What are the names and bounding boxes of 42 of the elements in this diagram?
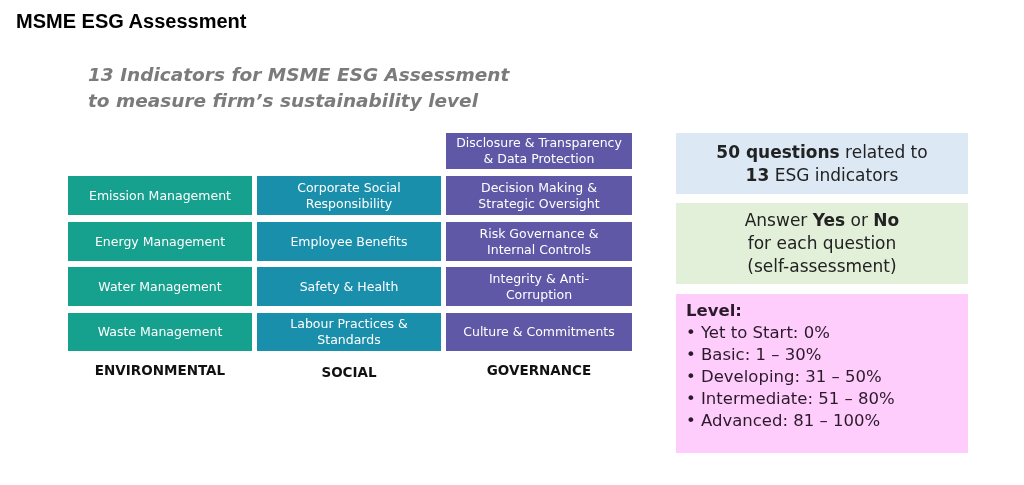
column-heading: SOCIAL [320,364,378,380]
indicator-label: Integrity & Anti-Corruption [487,270,591,303]
indicator-label: Emission Management [89,187,231,204]
list-item: • Basic: 1 – 30% [686,344,823,366]
info-text: 50 questions related to 13 ESG indicators [715,140,929,187]
indicator-label: Water Management [98,278,222,295]
indicator-box [68,176,252,215]
indicator-label: Waste Management [97,324,223,340]
indicator-box [257,313,441,351]
info-panel [676,203,968,284]
indicator-box [257,222,441,261]
indicator-label: Corporate Social Responsibility [296,179,402,212]
indicator-box [68,267,252,306]
list-item: • Developing: 31 – 50% [686,366,883,388]
indicator-label: Risk Governance & Internal Controls [478,225,600,258]
indicator-box [446,176,632,215]
panel-heading: Level: [686,300,743,322]
indicator-label: Labour Practices & Standards [289,316,409,348]
indicator-box [257,176,441,215]
list-item: • Advanced: 81 – 100% [686,410,882,432]
subtitle: 13 Indicators for MSME ESG Assessment to measure firm’s sustainability level [88,63,511,113]
list-item: • Intermediate: 51 – 80% [686,388,896,410]
indicator-box [446,133,632,169]
indicator-label: Employee Benefits [290,233,408,250]
indicator-box [446,222,632,261]
indicator-label: Safety & Health [299,278,399,295]
column-heading: GOVERNANCE [485,362,593,378]
indicator-box [68,222,252,261]
indicator-label: Decision Making & Strategic Oversight [477,179,601,212]
indicator-label: Disclosure & Transparency & Data Protection [455,135,623,167]
info-panel [676,133,968,194]
indicator-label: Culture & Commitments [463,324,615,340]
list-item: • Yet to Start: 0% [686,322,831,344]
indicator-box [257,267,441,306]
indicator-box [68,313,252,351]
title: MSME ESG Assessment [16,10,247,33]
info-text: Answer Yes or No for each question (self-assessment) [743,209,901,278]
indicator-label: Energy Management [94,233,226,250]
level-panel [676,294,968,453]
indicator-box [446,313,632,351]
indicator-box [446,267,632,306]
column-heading: ENVIRONMENTAL [93,362,227,378]
